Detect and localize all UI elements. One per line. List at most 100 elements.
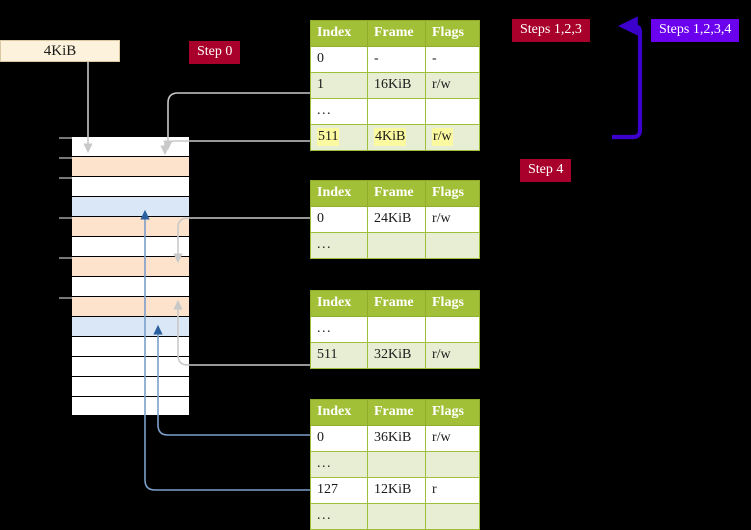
cell-index: ... bbox=[310, 232, 368, 259]
memory-frame-row bbox=[71, 396, 190, 416]
memory-frame-row bbox=[71, 236, 190, 256]
table-row: ... bbox=[310, 232, 480, 259]
cell-index: ... bbox=[310, 98, 368, 125]
column-header-flags: Flags bbox=[425, 180, 480, 207]
cell-index: ... bbox=[310, 503, 368, 530]
cell-index: 0 bbox=[310, 206, 368, 233]
column-header-frame: Frame bbox=[367, 290, 426, 317]
cell-flags bbox=[425, 232, 480, 259]
column-header-flags: Flags bbox=[425, 290, 480, 317]
memory-frame-row bbox=[59, 176, 190, 196]
memory-row-tick bbox=[59, 257, 72, 259]
cell-frame: 36KiB bbox=[367, 425, 426, 452]
column-header-frame: Frame bbox=[367, 399, 426, 426]
cell-index: 127 bbox=[310, 477, 368, 504]
memory-row-tick bbox=[59, 297, 72, 299]
cell-frame: 16KiB bbox=[367, 72, 426, 99]
cell-flags: - bbox=[425, 46, 480, 73]
cell-flags: r/w bbox=[425, 206, 480, 233]
cell-flags: r/w bbox=[425, 72, 480, 99]
column-header-index: Index bbox=[310, 20, 368, 47]
cell-frame: 4KiB bbox=[367, 124, 426, 151]
column-header-frame: Frame bbox=[367, 180, 426, 207]
cell-flags bbox=[425, 98, 480, 125]
size-box-4kib: 4KiB bbox=[0, 40, 120, 62]
memory-frame-row bbox=[71, 356, 190, 376]
table-row: ... bbox=[310, 451, 480, 478]
cell-index: 0 bbox=[310, 46, 368, 73]
cell-frame bbox=[367, 503, 426, 530]
cell-flags: r bbox=[425, 477, 480, 504]
badge-steps-1234: Steps 1,2,3,4 bbox=[651, 19, 740, 42]
memory-frame-row bbox=[71, 376, 190, 396]
badge-steps-123: Steps 1,2,3 bbox=[512, 19, 590, 42]
wire-pdpt-row0-to-memory bbox=[173, 217, 310, 264]
column-header-flags: Flags bbox=[425, 20, 480, 47]
badge-step-4: Step 4 bbox=[520, 159, 572, 182]
table-row: ... bbox=[310, 316, 480, 343]
memory-frame-row bbox=[71, 336, 190, 356]
cell-frame bbox=[367, 316, 426, 343]
badge-step-0: Step 0 bbox=[189, 41, 241, 64]
cell-frame bbox=[367, 451, 426, 478]
memory-frame-row bbox=[59, 156, 190, 176]
size-box-label: 4KiB bbox=[43, 42, 77, 59]
memory-frame-row bbox=[59, 296, 190, 316]
column-header-index: Index bbox=[310, 180, 368, 207]
badge-steps-123-label: Steps 1,2,3 bbox=[520, 22, 582, 37]
badge-steps-1234-label: Steps 1,2,3,4 bbox=[659, 22, 732, 37]
cell-flags bbox=[425, 503, 480, 530]
table-row: ... bbox=[310, 98, 480, 125]
cell-flags bbox=[425, 316, 480, 343]
cell-frame: - bbox=[367, 46, 426, 73]
cell-index: 511 bbox=[310, 342, 368, 369]
column-header-frame: Frame bbox=[367, 20, 426, 47]
memory-frame-row bbox=[71, 276, 190, 296]
memory-row-tick bbox=[59, 217, 72, 219]
cell-index: ... bbox=[310, 451, 368, 478]
cell-frame bbox=[367, 232, 426, 259]
cell-flags: r/w bbox=[425, 342, 480, 369]
cell-flags: r/w bbox=[425, 124, 480, 151]
memory-frame-row bbox=[59, 216, 190, 236]
table-row: ... bbox=[310, 503, 480, 530]
cell-index: 1 bbox=[310, 72, 368, 99]
table-row: 0-- bbox=[310, 46, 480, 73]
cell-index: 511 bbox=[310, 124, 368, 151]
memory-frame-row bbox=[71, 316, 190, 336]
memory-row-tick bbox=[59, 157, 72, 159]
column-header-index: Index bbox=[310, 399, 368, 426]
badge-step-4-label: Step 4 bbox=[528, 162, 564, 177]
column-header-flags: Flags bbox=[425, 399, 480, 426]
cell-index: 0 bbox=[310, 425, 368, 452]
cell-flags bbox=[425, 451, 480, 478]
arrow-steps-1234-bracket bbox=[612, 16, 643, 140]
cell-frame: 24KiB bbox=[367, 206, 426, 233]
memory-row-tick bbox=[59, 137, 72, 139]
wire-pd-row511-to-memory bbox=[173, 299, 310, 366]
badge-step-0-label: Step 0 bbox=[197, 44, 233, 59]
cell-frame: 32KiB bbox=[367, 342, 426, 369]
cell-index: ... bbox=[310, 316, 368, 343]
cell-frame bbox=[367, 98, 426, 125]
memory-frame-row bbox=[59, 136, 190, 156]
memory-frame-row bbox=[59, 256, 190, 276]
memory-frame-row bbox=[71, 196, 190, 216]
memory-row-tick bbox=[59, 177, 72, 179]
column-header-index: Index bbox=[310, 290, 368, 317]
memory-column bbox=[59, 136, 190, 416]
cell-frame: 12KiB bbox=[367, 477, 426, 504]
